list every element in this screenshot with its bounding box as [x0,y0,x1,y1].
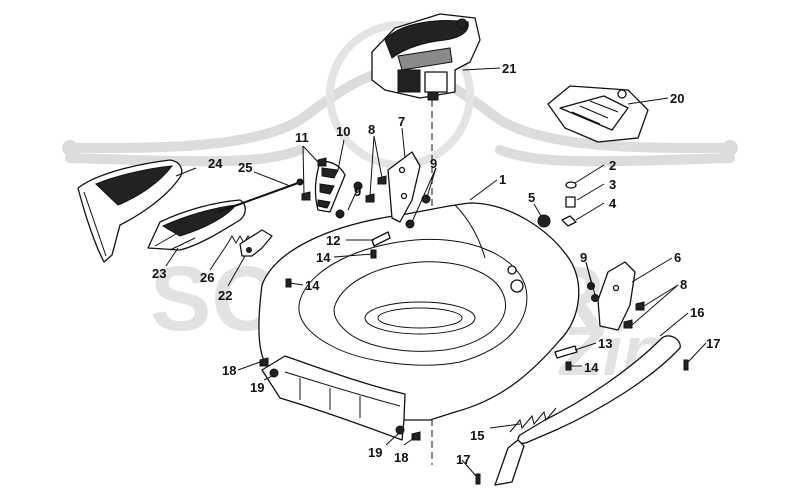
callout-16: 16 [690,305,704,320]
bracket-part-22 [239,229,273,257]
lever-bracket-part-7 [387,151,421,223]
callout-18-left: 18 [222,363,236,378]
callout-10: 10 [336,124,350,139]
callout-9-right: 9 [430,156,437,171]
rod-part-25 [217,178,304,213]
callout-24: 24 [208,156,223,171]
callout-5: 5 [528,190,535,205]
callout-7: 7 [398,114,405,129]
deflector-part-20 [547,85,649,143]
callout-11: 11 [295,130,309,145]
discharge-cover-part-23 [147,199,246,251]
callout-14-upper: 14 [316,250,331,265]
callout-4: 4 [609,196,617,211]
callout-2: 2 [609,158,616,173]
callout-20: 20 [670,91,684,106]
callout-labels: 21 20 24 25 11 10 8 7 9 9 1 2 3 4 5 12 1… [152,61,720,467]
callout-23: 23 [152,266,166,281]
callout-25: 25 [238,160,252,175]
callout-21: 21 [502,61,516,76]
callout-14-left: 14 [305,278,320,293]
callout-17-bottom: 17 [456,452,470,467]
leader-lines [165,67,707,477]
callout-9-left: 9 [354,184,361,199]
hardware-fasteners [259,157,689,485]
mower-deck-part-1 [258,202,580,441]
callout-19-left: 19 [250,380,264,395]
callout-15: 15 [470,428,484,443]
handle-part-16 [494,335,681,486]
callout-1: 1 [499,172,506,187]
callout-13: 13 [598,336,612,351]
callout-26: 26 [200,270,214,285]
callout-12: 12 [326,233,340,248]
callout-17-right: 17 [706,336,720,351]
callout-8-upper: 8 [368,122,375,137]
height-plate-part-10 [314,160,346,213]
callout-18-front: 18 [394,450,408,465]
callout-22: 22 [218,288,232,303]
callout-14-rear: 14 [584,360,599,375]
callout-9-rear: 9 [580,250,587,265]
callout-3: 3 [609,177,616,192]
lever-bracket-part-6 [597,261,636,331]
callout-6: 6 [674,250,681,265]
callout-8-rear: 8 [680,277,687,292]
rear-flap-part-24 [77,159,183,263]
engine-part-21 [371,13,481,101]
callout-19-front: 19 [368,445,382,460]
spring-part-15 [509,407,557,433]
